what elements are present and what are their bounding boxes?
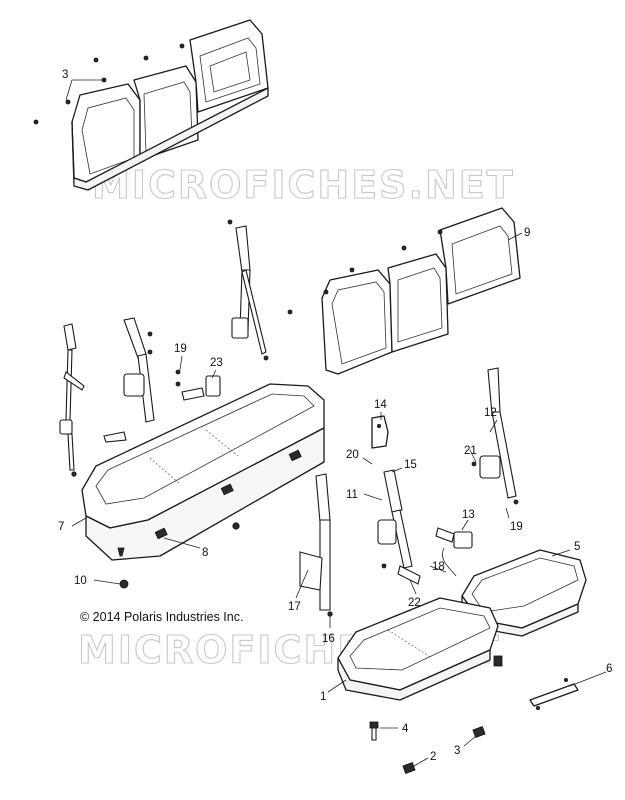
callout-10: 10 [74, 575, 87, 587]
callout-16: 16 [322, 633, 335, 645]
callout-9: 9 [524, 227, 530, 239]
callout-15: 15 [404, 459, 417, 471]
seat-back-top [33, 19, 269, 191]
callout-3: 3 [62, 69, 68, 81]
seat-belt-center-11 [377, 469, 421, 585]
copyright-text: © 2014 Polaris Industries Inc. [80, 610, 243, 624]
nut-10 [119, 579, 129, 589]
callout-18: 18 [432, 561, 445, 573]
seat-back-right [287, 207, 521, 375]
seat-belt-left-inner [103, 317, 155, 443]
bolt-4 [369, 721, 379, 741]
watermark-top: MICROFICHES.NET [92, 163, 515, 207]
callout-13: 13 [462, 509, 475, 521]
callout-7: 7 [58, 521, 64, 533]
callout-23: 23 [210, 357, 223, 369]
cushion-front [337, 597, 499, 701]
callout-17: 17 [288, 601, 301, 613]
callout-5: 5 [574, 541, 580, 553]
callouts: 3 9 19 23 14 12 20 15 21 11 7 19 13 5 8 … [58, 69, 612, 763]
bench-seat-left [81, 383, 325, 561]
seat-belt-left-outer [59, 323, 85, 477]
clip-2 [402, 762, 416, 774]
seat-belt-center-17 [299, 473, 333, 617]
clip-3-bottom [472, 726, 486, 738]
callout-8: 8 [202, 547, 208, 559]
callout-11: 11 [346, 489, 358, 501]
trim-strip-6 [529, 678, 579, 711]
callout-19: 19 [510, 521, 523, 533]
callout-2: 2 [430, 751, 436, 763]
leader-lines [65, 79, 607, 767]
callout-6: 6 [606, 663, 612, 675]
callout-14: 14 [374, 399, 387, 411]
seat-belt-right-12 [471, 367, 519, 505]
callout-12: 12 [484, 407, 497, 419]
callout-19: 19 [174, 343, 187, 355]
bolt-1 [493, 655, 503, 667]
callout-20: 20 [346, 449, 359, 461]
buckle-assembly-13 [435, 527, 473, 577]
seat-belt-left-center [227, 219, 269, 361]
bracket-14 [371, 415, 389, 449]
callout-21: 21 [464, 445, 477, 457]
callout-3: 3 [454, 745, 460, 757]
callout-22: 22 [408, 597, 421, 609]
callout-1: 1 [320, 691, 326, 703]
callout-4: 4 [402, 723, 409, 735]
